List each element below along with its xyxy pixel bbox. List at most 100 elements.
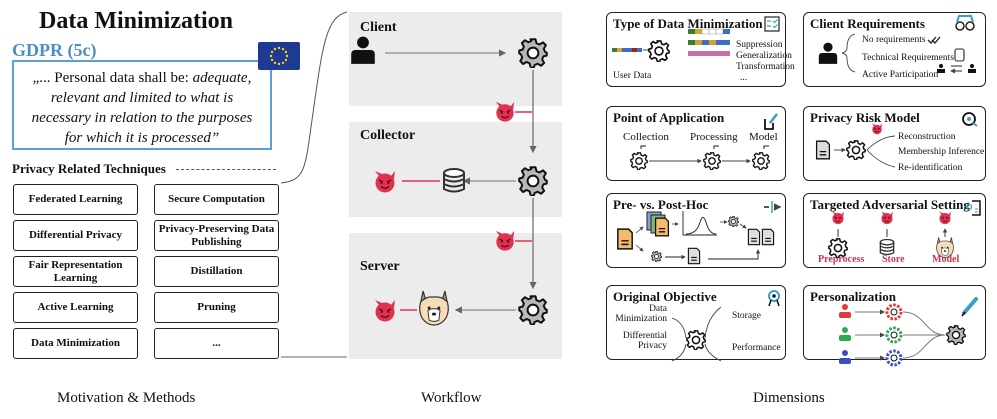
generalization-bar [688, 40, 730, 45]
flag-star [284, 58, 288, 62]
technique-box: Federated Learning [13, 184, 138, 215]
gear-icon [846, 140, 866, 160]
gear-icon [630, 152, 648, 170]
card-targeted-adversarial: Targeted Adversarial Setting Preprocess … [803, 193, 986, 268]
document-icon [747, 228, 761, 246]
card-title: Original Objective [613, 289, 717, 304]
user-icon [842, 304, 848, 310]
technique-box: Differential Privacy [13, 220, 138, 251]
objective-label: Data Minimization [615, 304, 667, 324]
card-personalization: Personalization [803, 285, 986, 360]
card-title: Personalization [810, 289, 896, 304]
technique-box: Fair Representation Learning [13, 256, 138, 287]
flag-star [281, 47, 285, 51]
gear-icon [946, 325, 966, 345]
distribution-plot [682, 211, 717, 236]
alpaca-model-icon [936, 237, 954, 258]
suppression-bar [688, 28, 730, 35]
card-title: Pre- vs. Post-Hoc [613, 197, 709, 212]
caption-dimensions: Dimensions [753, 390, 825, 406]
stage-collector-label: Collector [360, 128, 416, 143]
search-person-icon [965, 200, 981, 216]
exchange-users-icon [937, 64, 976, 73]
step-label: Model [749, 131, 778, 143]
user-icon [839, 358, 851, 364]
flag-star [269, 54, 273, 58]
target-label: Store [882, 254, 905, 265]
step-label: Collection [623, 131, 669, 143]
method-label: ... [740, 73, 748, 83]
flag-star [270, 58, 274, 62]
device-icon [954, 48, 965, 62]
split-arrows-icon [764, 201, 780, 213]
user-icon [842, 350, 848, 356]
card-title: Type of Data Minimization [613, 16, 763, 31]
techniques-divider [176, 169, 276, 170]
flag-star [273, 61, 277, 65]
card-point-of-application: Point of Application Collection Processi… [606, 106, 786, 181]
technique-box: ... [154, 328, 279, 359]
card-title: Privacy Risk Model [810, 110, 920, 125]
technique-box: Secure Computation [154, 184, 279, 215]
card-title: Targeted Adversarial Setting [810, 197, 970, 212]
caption-motivation: Motivation & Methods [57, 390, 196, 406]
gear-icon [651, 251, 662, 262]
eu-flag-icon [258, 42, 300, 70]
caption-workflow: Workflow [421, 390, 482, 406]
gear-icon [648, 40, 670, 62]
risk-label: Membership Inference [898, 147, 985, 157]
gear-icon [828, 238, 848, 258]
gear-icon [752, 152, 770, 170]
binoculars-icon [955, 15, 975, 31]
checklist-icon [764, 16, 780, 32]
search-target-icon [962, 112, 978, 127]
flag-star [281, 61, 285, 65]
double-check-icon [927, 36, 941, 44]
stage-server-label: Server [360, 259, 400, 274]
stage-client-label: Client [360, 20, 397, 35]
gear-icon [703, 152, 721, 170]
gear-icon [686, 330, 706, 350]
pen-frame-icon [764, 113, 778, 130]
technique-box: Privacy-Preserving Data Publishing [154, 220, 279, 251]
gdpr-label: GDPR (5c) [12, 40, 97, 60]
objective-label: Storage [732, 311, 762, 321]
step-label: Processing [690, 131, 738, 143]
flag-star [273, 47, 277, 51]
gear-icon [728, 216, 739, 227]
user-data-bar [612, 48, 642, 52]
devil-adversary-icon [871, 123, 883, 135]
flag-star [270, 50, 274, 54]
flag-star [277, 62, 281, 66]
user-icon [839, 335, 851, 341]
target-label: Preprocess [818, 254, 865, 265]
techniques-heading: Privacy Related Techniques [12, 161, 166, 176]
workflow-server-panel [349, 233, 562, 359]
devil-adversary-icon [880, 211, 894, 225]
award-target-icon [768, 290, 780, 307]
user-icon [839, 312, 851, 318]
flag-star [284, 50, 288, 54]
main-title: Data Minimization [39, 8, 233, 34]
stacked-documents-icon [646, 211, 670, 237]
technique-box: Data Minimization [13, 328, 138, 359]
devil-adversary-icon [831, 211, 845, 225]
user-data-label: User Data [613, 71, 652, 81]
objective-label: Differential Privacy [622, 331, 667, 351]
user-icon [842, 327, 848, 333]
gdpr-quote-box: „... Personal data shall be: adequate, r… [12, 60, 272, 150]
document-icon [687, 247, 701, 265]
quote-italic: adequate, relevant and limited to what i… [31, 70, 253, 146]
requirement-label: No requirements [862, 35, 926, 45]
risk-label: Re-identification [898, 163, 963, 173]
pipette-icon [961, 297, 978, 317]
risk-label: Reconstruction [898, 132, 956, 142]
document-icon [815, 140, 831, 160]
target-label: Model [932, 254, 960, 265]
document-icon [617, 228, 633, 250]
flag-star [285, 54, 289, 58]
technique-box: Distillation [154, 256, 279, 287]
